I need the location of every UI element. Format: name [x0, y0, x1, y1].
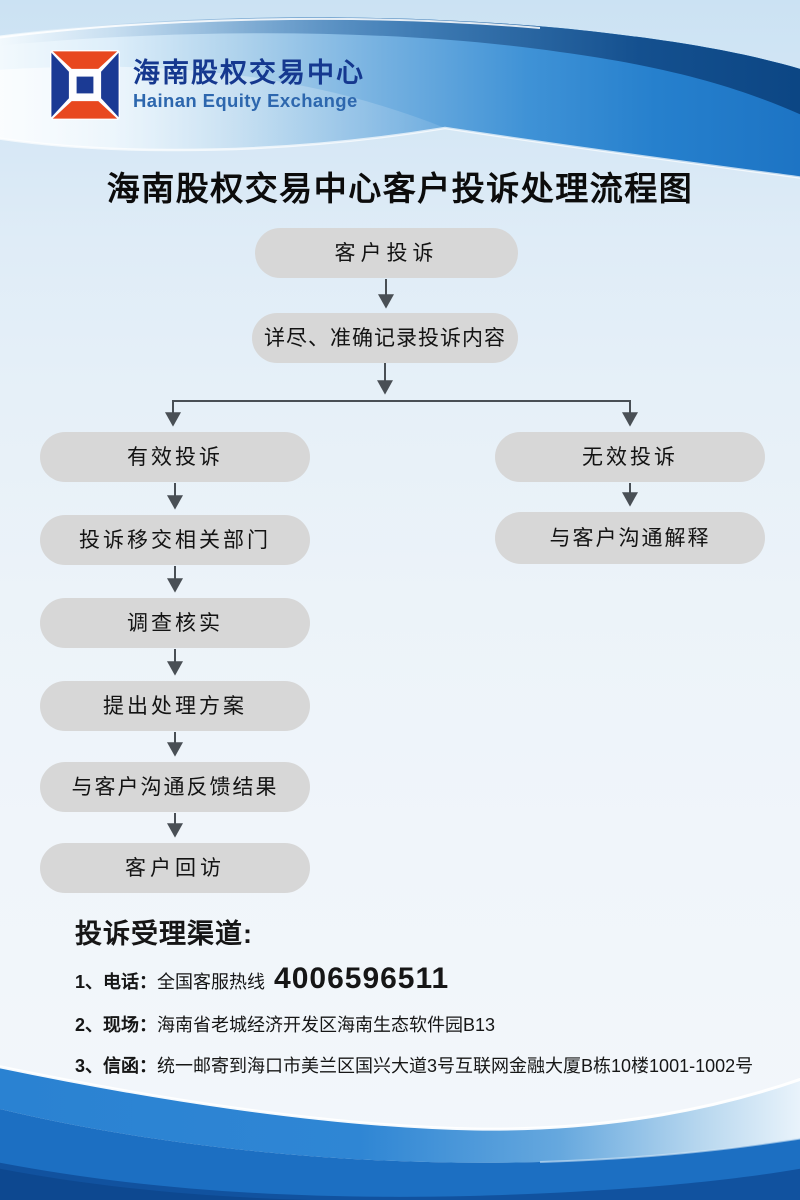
brand: 海南股权交易中心 Hainan Equity Exchange: [50, 50, 365, 120]
channel-label: 现场：: [103, 1015, 158, 1035]
flow-node-propose-solution: 提出处理方案: [40, 681, 310, 731]
flow-node-valid-complaint: 有效投诉: [40, 432, 310, 482]
channels-heading: 投诉受理渠道:: [75, 919, 253, 949]
flow-node-transfer-department: 投诉移交相关部门: [40, 515, 310, 565]
brand-logo-icon: [50, 50, 120, 120]
channel-item-mail: 3、 信函： 统一邮寄到海口市美兰区国兴大道3号互联网金融大厦B栋10楼1001…: [75, 1052, 755, 1078]
channels-section: 投诉受理渠道: 1、 电话： 全国客服热线 4006596511 2、 现场： …: [75, 912, 755, 1078]
flow-node-communicate-explain: 与客户沟通解释: [495, 512, 765, 564]
brand-name: 海南股权交易中心: [133, 57, 365, 88]
channel-label: 信函：: [103, 1056, 158, 1076]
channel-label: 电话：: [103, 972, 158, 992]
channel-item-phone: 1、 电话： 全国客服热线 4006596511: [75, 962, 755, 996]
flow-node-feedback-result: 与客户沟通反馈结果: [40, 762, 310, 812]
channel-number: 2、: [75, 1015, 104, 1035]
channel-text: 海南省老城经济开发区海南生态软件园B13: [157, 1015, 496, 1035]
flow-node-customer-complaint: 客户投诉: [255, 228, 518, 278]
page-title: 海南股权交易中心客户投诉处理流程图: [106, 172, 694, 208]
brand-name-en: Hainan Equity Exchange: [133, 89, 358, 111]
channel-item-onsite: 2、 现场： 海南省老城经济开发区海南生态软件园B13: [75, 1011, 755, 1037]
flow-node-investigate-verify: 调查核实: [40, 598, 310, 648]
flow-node-customer-followup: 客户回访: [40, 843, 310, 893]
flow-node-invalid-complaint: 无效投诉: [495, 432, 765, 482]
channel-number: 3、: [75, 1056, 104, 1076]
channel-text: 统一邮寄到海口市美兰区国兴大道3号互联网金融大厦B栋10楼1001-1002号: [157, 1056, 754, 1076]
channel-number: 1、: [75, 972, 104, 992]
brand-text: 海南股权交易中心 Hainan Equity Exchange: [133, 58, 365, 112]
channel-text: 全国客服热线: [157, 972, 266, 992]
phone-number: 4006596511: [274, 962, 450, 995]
flow-node-record-details: 详尽、准确记录投诉内容: [252, 313, 518, 363]
